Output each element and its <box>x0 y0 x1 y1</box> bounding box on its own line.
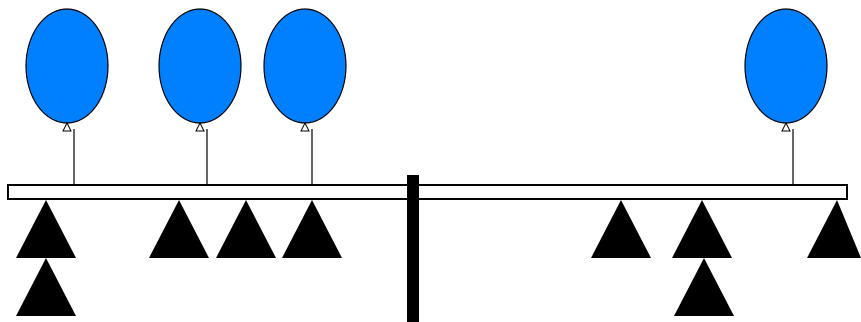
balloon-knot <box>62 121 72 132</box>
left-beam <box>7 184 409 200</box>
weight-triangle-icon <box>216 200 276 258</box>
balloon-left-3 <box>263 8 347 185</box>
balloon-icon <box>25 8 109 124</box>
center-fulcrum-post <box>407 175 419 322</box>
balloon-icon <box>744 8 828 124</box>
balloon-left-2 <box>158 8 242 185</box>
weight-triangle-icon <box>591 200 651 258</box>
weight-triangle-icon <box>674 258 734 316</box>
balloon-icon <box>263 8 347 124</box>
balloon-icon <box>158 8 242 124</box>
right-beam <box>417 184 848 200</box>
weight-triangle-icon <box>672 200 732 258</box>
weight-triangle-icon <box>149 200 209 258</box>
balloon-left-1 <box>25 8 109 185</box>
balloon-knot <box>781 121 791 132</box>
balloon-right-1 <box>744 8 828 185</box>
weight-triangle-icon <box>16 200 76 258</box>
balloon-knot <box>195 121 205 132</box>
weight-triangle-icon <box>282 200 342 258</box>
balloon-knot <box>300 121 310 132</box>
weight-triangle-icon <box>16 258 76 316</box>
weight-triangle-icon <box>807 200 861 258</box>
